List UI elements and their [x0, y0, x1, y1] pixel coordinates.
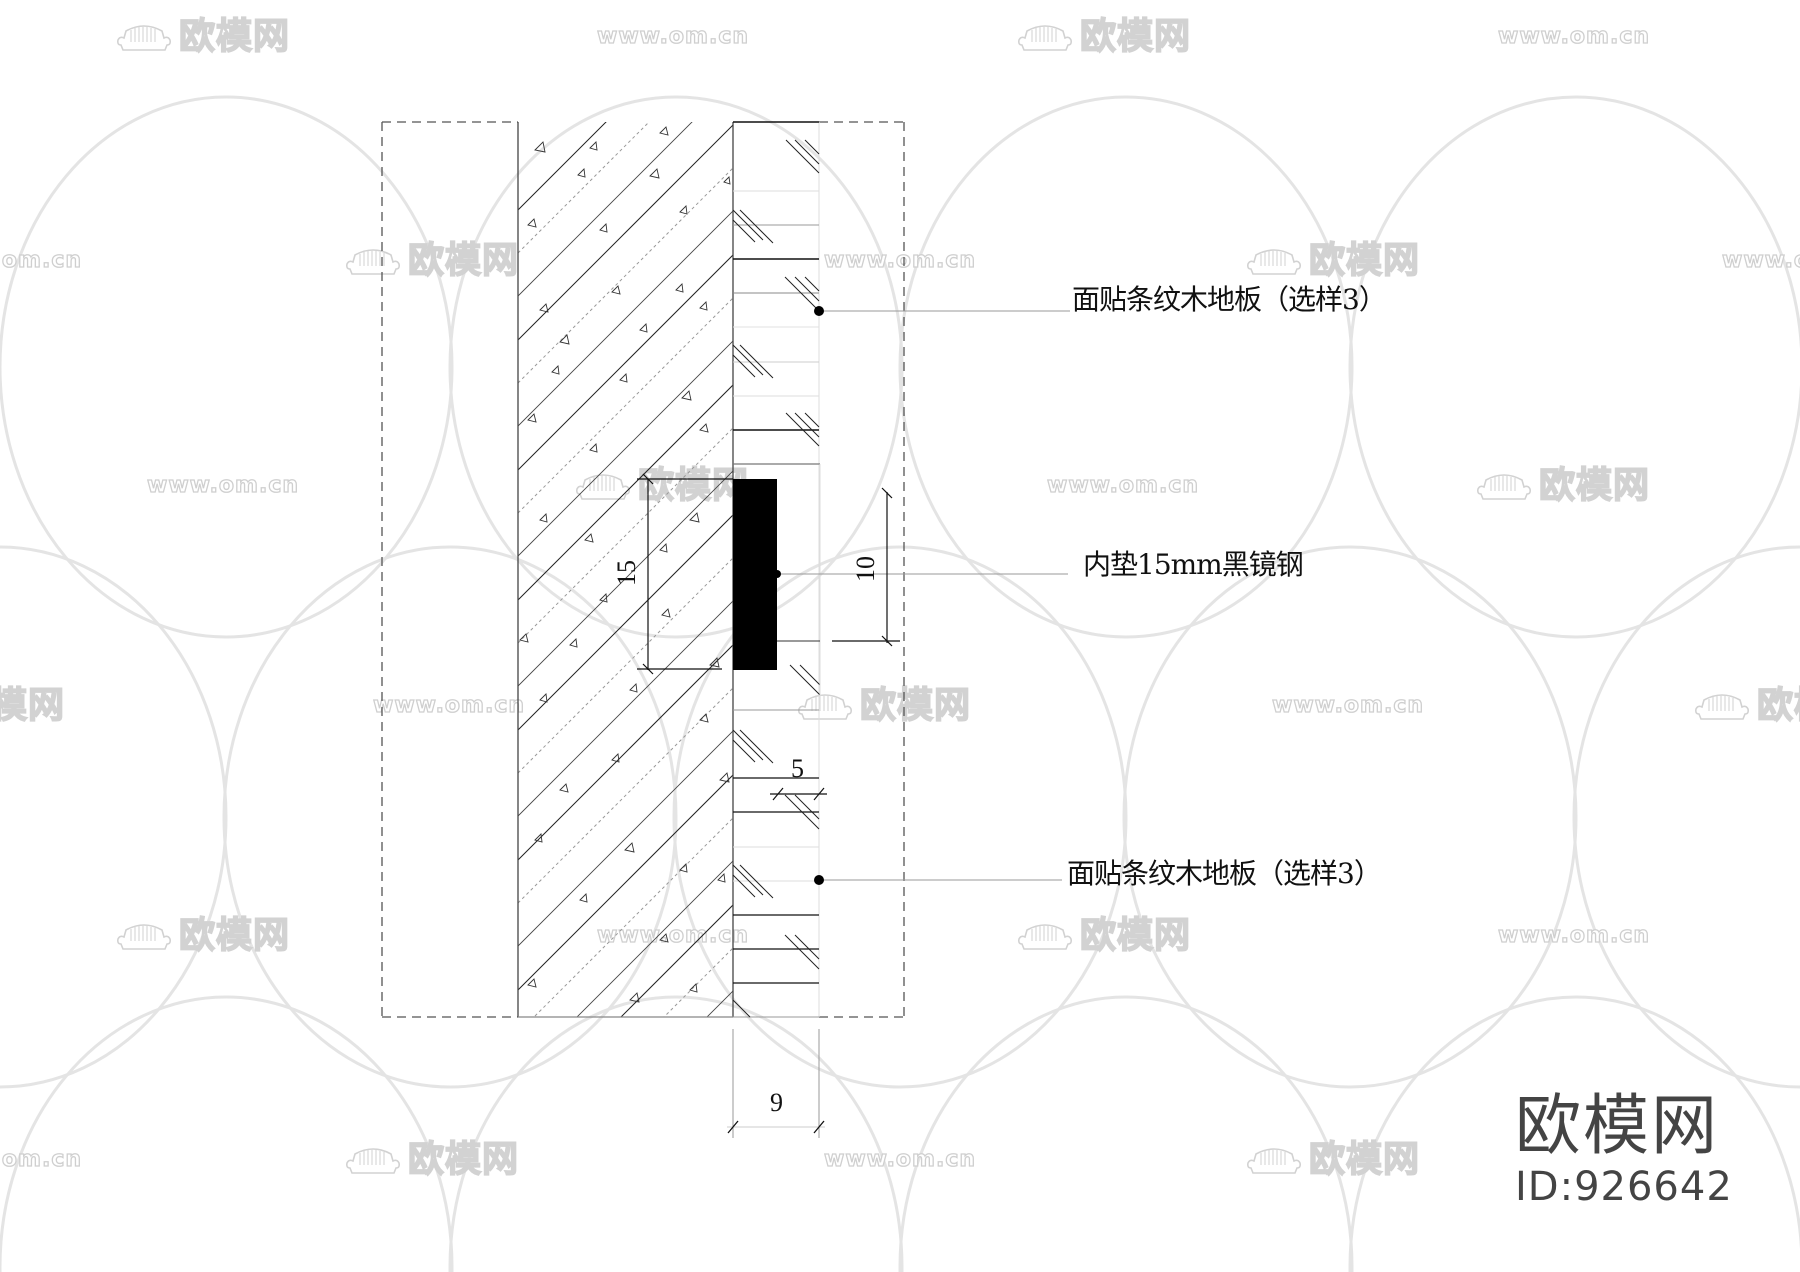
watermark-logo: 欧模网 — [1245, 1139, 1420, 1180]
watermark-url: www.om.cn — [0, 247, 83, 273]
brand-block: 欧模网 ID:926642 — [1515, 1087, 1733, 1211]
watermark-logo: 欧模网 — [1475, 465, 1650, 506]
label-wood-floor-top: 面贴条纹木地板（选样3） — [1072, 283, 1387, 316]
wood-floor-layer — [732, 121, 821, 1018]
dimension-text-15: 15 — [612, 560, 641, 586]
dimension-text-9: 9 — [770, 1088, 783, 1117]
dimension-10 — [832, 487, 900, 647]
dimension-9 — [727, 1029, 825, 1138]
watermark-logo: 欧模网 — [1016, 16, 1191, 57]
watermark-logo: 欧模网 — [796, 685, 971, 726]
sofa-icon — [346, 249, 400, 275]
watermark-url: www.om.cn — [0, 1146, 83, 1172]
watermark-logo: 欧模网 — [574, 465, 749, 506]
watermark-logo: 欧模网 — [344, 240, 519, 281]
model-id: ID:926642 — [1515, 1164, 1733, 1210]
watermark-logo: 欧模网 — [1693, 685, 1800, 726]
sofa-icon — [346, 1148, 400, 1174]
sofa-icon — [1018, 924, 1072, 950]
sofa-icon — [1247, 1148, 1301, 1174]
watermark-url: www.om.cn — [823, 1146, 977, 1172]
black-steel-insert — [733, 479, 777, 670]
sofa-icon — [576, 474, 630, 500]
dimension-text-5: 5 — [791, 754, 804, 783]
dashed-boundary — [381, 121, 905, 1018]
watermark-logo: 欧模网 — [1245, 240, 1420, 281]
leader-dots — [773, 306, 824, 885]
watermark-logo: 欧模网 — [115, 915, 290, 956]
sofa-icon — [798, 694, 852, 720]
concrete-wall — [518, 122, 733, 1017]
dimension-15 — [637, 473, 733, 675]
watermark-logo: 欧模网 — [1016, 915, 1191, 956]
sofa-icon — [117, 924, 171, 950]
sofa-icon — [1018, 25, 1072, 51]
watermark-url: www.om.cn — [1271, 692, 1425, 718]
watermark-url: www.om.cn — [1497, 23, 1651, 49]
watermark-logo: 欧模网 — [115, 16, 290, 57]
watermark-logo: 欧模网 — [344, 1139, 519, 1180]
watermark-url: www.om.cn — [1046, 472, 1200, 498]
brand-logo-text: 欧模网 — [1515, 1087, 1719, 1164]
watermark-url: www.om.cn — [596, 23, 750, 49]
watermark-logo: 欧模网 — [0, 685, 66, 727]
sofa-icon — [1247, 249, 1301, 275]
watermark-url: www.om.cn — [1497, 922, 1651, 948]
watermark-url: www.om.cn — [823, 247, 977, 273]
sofa-icon — [1477, 474, 1531, 500]
sofa-icon — [1695, 694, 1749, 720]
dimension-text-10: 10 — [851, 556, 880, 582]
dimension-5 — [770, 787, 827, 801]
watermark-url: www.om.cn — [596, 922, 750, 948]
sofa-icon — [117, 25, 171, 51]
leader-lines — [777, 310, 1070, 881]
watermark-url: www.om.cn — [1721, 247, 1800, 273]
label-wood-floor-bottom: 面贴条纹木地板（选样3） — [1067, 857, 1382, 890]
label-black-steel-insert: 内垫15mm黑镜钢 — [1083, 548, 1304, 581]
watermark-url: www.om.cn — [372, 692, 526, 718]
watermark-url: www.om.cn — [146, 472, 300, 498]
